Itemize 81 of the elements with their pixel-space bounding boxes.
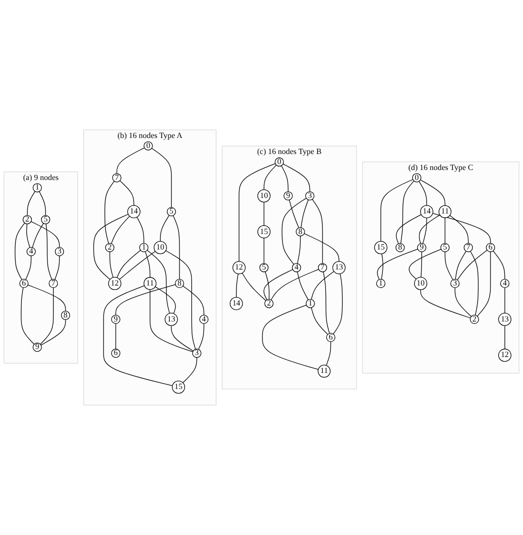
connector — [25, 255, 32, 280]
connector — [104, 180, 115, 244]
connector — [236, 273, 238, 298]
connector — [396, 214, 422, 244]
connector — [109, 251, 114, 278]
connector — [400, 180, 414, 244]
connector — [418, 181, 428, 206]
connector — [264, 269, 293, 300]
connector — [470, 250, 479, 316]
connector — [262, 304, 319, 370]
connector — [376, 248, 418, 280]
connector — [297, 236, 301, 264]
connector — [26, 224, 30, 248]
connector — [28, 284, 66, 312]
connector — [282, 164, 310, 192]
connector — [238, 163, 276, 262]
connector — [420, 289, 471, 318]
connector — [182, 286, 204, 316]
connector — [476, 251, 491, 316]
connector — [418, 214, 440, 244]
connector — [288, 200, 300, 228]
connector — [450, 215, 469, 244]
connector — [146, 250, 170, 314]
connector — [300, 200, 309, 228]
connector — [312, 199, 323, 264]
connector — [504, 287, 506, 314]
connector — [111, 216, 130, 244]
connector — [170, 325, 194, 352]
connector — [380, 179, 414, 242]
connector — [40, 319, 66, 346]
connector — [322, 271, 330, 334]
connector — [172, 215, 180, 280]
connector — [144, 251, 150, 278]
connector — [160, 214, 170, 242]
connector — [444, 251, 454, 280]
connector — [119, 250, 156, 280]
connector — [115, 323, 116, 350]
connector — [281, 165, 288, 192]
connector — [54, 255, 60, 280]
connector — [151, 148, 172, 208]
connector — [20, 287, 35, 345]
connector — [455, 250, 466, 280]
connector — [420, 251, 422, 278]
connector — [504, 325, 506, 350]
connector — [30, 221, 60, 248]
connector — [444, 217, 446, 244]
connector — [381, 253, 384, 280]
connector — [93, 214, 129, 280]
connector — [198, 323, 204, 350]
connector — [492, 250, 506, 280]
connector — [116, 250, 141, 278]
connector — [103, 285, 173, 386]
connector — [311, 271, 334, 300]
connector — [26, 191, 36, 216]
connector — [297, 271, 309, 300]
connector — [136, 216, 144, 244]
connector — [264, 164, 277, 190]
connector — [150, 289, 194, 352]
connector — [420, 180, 446, 206]
connector — [304, 233, 340, 262]
connector — [154, 286, 176, 314]
connector — [432, 213, 491, 244]
connector — [454, 287, 472, 317]
connector — [40, 287, 54, 345]
connector — [116, 147, 145, 174]
connector — [14, 222, 26, 280]
connector — [270, 268, 319, 300]
connector — [264, 271, 270, 300]
connector — [326, 341, 332, 366]
connector — [332, 273, 343, 334]
connector — [46, 224, 52, 280]
connector — [38, 191, 46, 216]
connector — [242, 272, 266, 301]
connector — [422, 218, 428, 244]
connector — [182, 357, 198, 384]
connector — [311, 307, 328, 335]
connector — [32, 222, 44, 248]
connector — [408, 248, 442, 280]
connector — [115, 284, 176, 316]
connector — [457, 250, 488, 280]
connector — [120, 180, 134, 206]
